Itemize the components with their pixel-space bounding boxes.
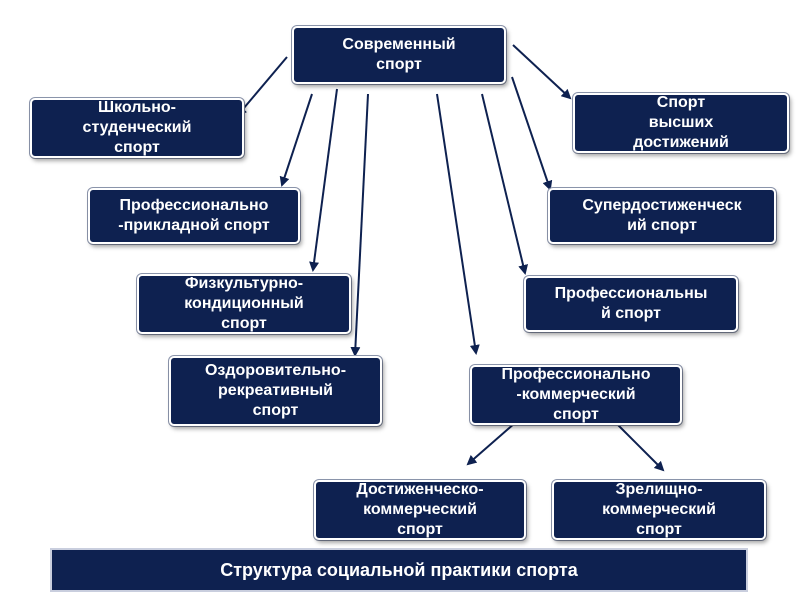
arrow-to-health-recreational (350, 93, 369, 357)
arrow-to-professional-commercial (436, 93, 480, 355)
node-professional-commercial-sport: Профессионально -коммерческий спорт (470, 365, 682, 425)
node-high-achievement-sport-label: Спорт высших достижений (633, 94, 729, 151)
node-spectacle-commercial-sport: Зрелищно- коммерческий спорт (552, 480, 766, 540)
node-fitness-conditioning-sport: Физкультурно- кондиционный спорт (137, 274, 351, 334)
node-modern-sport-label: Современный спорт (342, 36, 456, 73)
node-high-achievement-sport: Спорт высших достижений (573, 93, 789, 153)
node-achievement-commercial-sport-label: Достиженческо- коммерческий спорт (356, 481, 484, 538)
node-modern-sport: Современный спорт (292, 26, 506, 84)
node-fitness-conditioning-sport-label: Физкультурно- кондиционный спорт (184, 275, 304, 332)
arrow-to-fitness-conditioning (309, 88, 338, 272)
arrow-to-school-student (236, 56, 288, 117)
arrow-to-spectacle-commercial (615, 422, 665, 472)
node-professional-sport: Профессиональны й спорт (524, 276, 738, 332)
arrow-to-high-achievement (512, 44, 572, 100)
node-professional-commercial-sport-label: Профессионально -коммерческий спорт (501, 366, 651, 423)
node-professional-sport-label: Профессиональны й спорт (554, 285, 708, 322)
node-school-student-sport-label: Школьно- студенческий спорт (82, 99, 192, 156)
node-school-student-sport: Школьно- студенческий спорт (30, 98, 244, 158)
node-super-achievement-sport-label: Супердостиженческ ий спорт (582, 197, 742, 234)
arrow-to-professional (481, 93, 528, 275)
node-achievement-commercial-sport: Достиженческо- коммерческий спорт (314, 480, 526, 540)
node-spectacle-commercial-sport-label: Зрелищно- коммерческий спорт (602, 481, 716, 538)
node-professional-applied-sport-label: Профессионально -прикладной спорт (118, 197, 270, 234)
arrow-to-super-achievement (511, 76, 553, 191)
node-super-achievement-sport: Супердостиженческ ий спорт (548, 188, 776, 244)
node-health-recreational-sport-label: Оздоровительно- рекреативный спорт (204, 362, 347, 419)
arrow-to-achievement-commercial (466, 422, 516, 466)
footer-title: Структура социальной практики спорта (50, 548, 748, 592)
node-professional-applied-sport: Профессионально -прикладной спорт (88, 188, 300, 244)
node-health-recreational-sport: Оздоровительно- рекреативный спорт (169, 356, 382, 426)
arrow-to-professional-applied (279, 93, 313, 187)
